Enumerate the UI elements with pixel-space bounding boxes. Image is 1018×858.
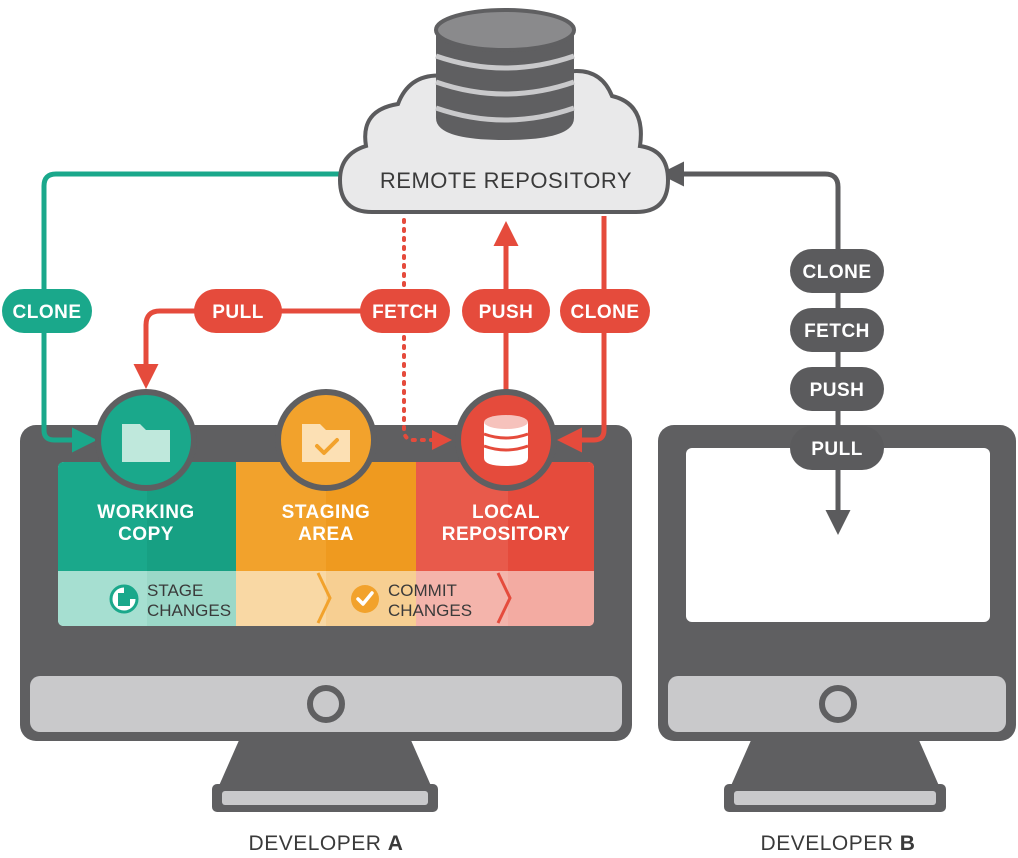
local-repository-icon bbox=[455, 389, 557, 491]
developer-b-clone-pill: CLONE bbox=[790, 249, 884, 293]
pull-arrow bbox=[133, 308, 404, 389]
commit-changes-icon bbox=[351, 585, 379, 613]
power-button-b bbox=[819, 685, 857, 723]
clone-pill-red: CLONE bbox=[560, 289, 650, 333]
developer-b-fetch-label: FETCH bbox=[804, 321, 870, 342]
developer-a-label: DEVELOPER A bbox=[249, 832, 404, 855]
developer-b-label-letter: B bbox=[900, 832, 916, 855]
developer-a-label-prefix: DEVELOPER bbox=[249, 832, 388, 855]
developer-b-clone-label: CLONE bbox=[803, 262, 872, 283]
stage-changes-line1: STAGE bbox=[147, 581, 203, 600]
pull-pill: PULL bbox=[194, 289, 282, 333]
monitor-developer-b bbox=[658, 425, 1016, 812]
stage-changes-line2: CHANGES bbox=[147, 601, 231, 620]
staging-area-label-line1: STAGING bbox=[282, 502, 371, 523]
working-copy-label-line2: COPY bbox=[118, 524, 174, 545]
working-copy-label-line1: WORKING bbox=[97, 502, 194, 523]
fetch-arrow-dotted bbox=[402, 218, 452, 450]
clone-pill-red-label: CLONE bbox=[571, 302, 640, 323]
local-repository-label-line1: LOCAL bbox=[472, 502, 540, 523]
developer-a-label-letter: A bbox=[388, 832, 404, 855]
developer-b-pull-pill: PULL bbox=[790, 426, 884, 470]
developer-b-label: DEVELOPER B bbox=[761, 832, 916, 855]
stage-changes-icon bbox=[109, 584, 139, 614]
remote-repository-label: REMOTE REPOSITORY bbox=[380, 168, 632, 193]
clone-arrow-red bbox=[557, 216, 607, 453]
commit-changes-line2: CHANGES bbox=[388, 601, 472, 620]
developer-b-pull-label: PULL bbox=[811, 439, 863, 460]
commit-changes-line1: COMMIT bbox=[388, 581, 457, 600]
developer-b-push-label: PUSH bbox=[810, 380, 865, 401]
push-pill-label: PUSH bbox=[479, 302, 534, 323]
developer-b-push-line bbox=[659, 161, 841, 250]
fetch-pill: FETCH bbox=[360, 289, 450, 333]
power-button-a bbox=[307, 685, 345, 723]
local-repository-label-line2: REPOSITORY bbox=[442, 524, 571, 545]
fetch-pill-label: FETCH bbox=[372, 302, 438, 323]
pull-pill-label: PULL bbox=[212, 302, 264, 323]
database-icon bbox=[434, 8, 576, 140]
staging-area-icon bbox=[275, 389, 377, 491]
clone-pill-teal-label: CLONE bbox=[13, 302, 82, 323]
developer-b-label-prefix: DEVELOPER bbox=[761, 832, 900, 855]
clone-pill-teal: CLONE bbox=[2, 289, 92, 333]
push-pill: PUSH bbox=[462, 289, 550, 333]
working-copy-icon bbox=[95, 389, 197, 491]
developer-b-fetch-pill: FETCH bbox=[790, 308, 884, 352]
staging-area-label-line2: AREA bbox=[298, 524, 354, 545]
developer-b-push-pill: PUSH bbox=[790, 367, 884, 411]
